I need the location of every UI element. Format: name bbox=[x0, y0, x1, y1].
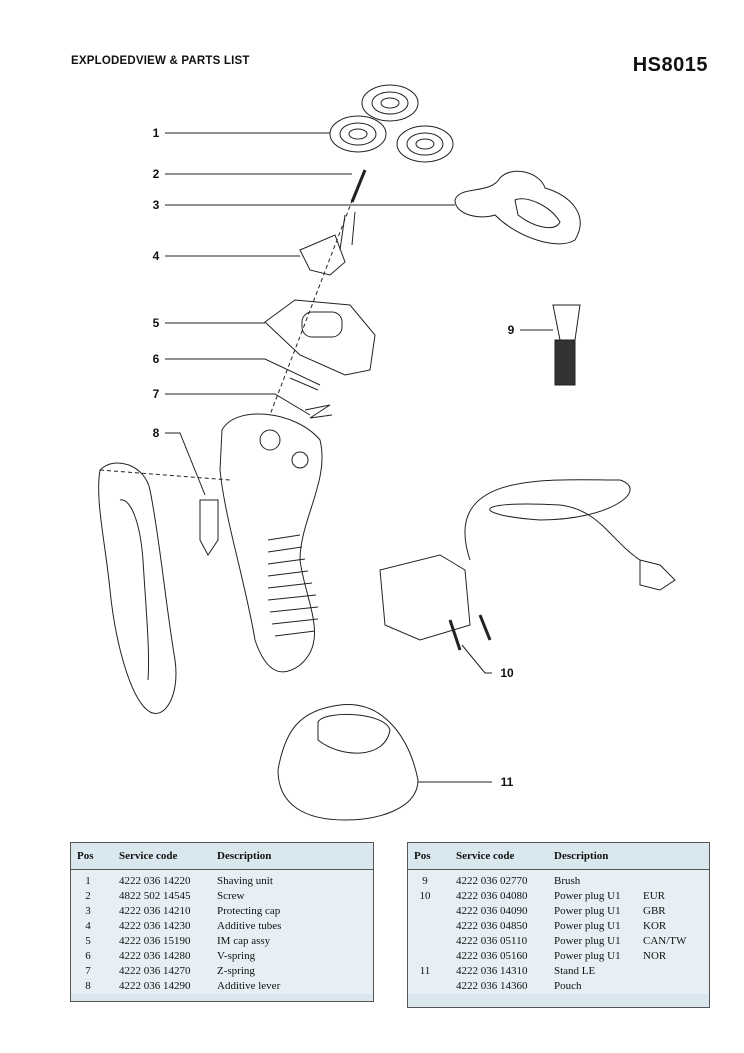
cell-service-code: 4222 036 14220 bbox=[119, 875, 191, 887]
cell-region: GBR bbox=[643, 905, 666, 917]
table-row: 11 4222 036 14310 Stand LE bbox=[408, 964, 709, 979]
cell-description: Power plug U1 bbox=[554, 920, 621, 932]
document-title: EXPLODEDVIEW & PARTS LIST bbox=[71, 55, 250, 67]
callout-3: 3 bbox=[152, 198, 160, 212]
cell-region bbox=[637, 870, 709, 890]
cell-pos: 10 bbox=[419, 890, 431, 902]
callout-9: 9 bbox=[507, 323, 515, 337]
cell-pos bbox=[408, 919, 442, 934]
cell-pos: 7 bbox=[85, 965, 91, 977]
cell-service-code: 4822 502 14545 bbox=[119, 890, 191, 902]
col-pos: Pos bbox=[71, 843, 105, 870]
callout-2: 2 bbox=[152, 167, 160, 181]
cell-service-code: 4222 036 14310 bbox=[456, 965, 528, 977]
cell-pos: 5 bbox=[85, 935, 91, 947]
cell-pos bbox=[408, 979, 442, 994]
table-row: 2 4822 502 14545 Screw bbox=[71, 889, 373, 904]
cell-service-code: 4222 036 14270 bbox=[119, 965, 191, 977]
cell-service-code: 4222 036 02770 bbox=[456, 875, 528, 887]
cell-region: KOR bbox=[643, 920, 667, 932]
cell-service-code: 4222 036 04090 bbox=[456, 905, 528, 917]
parts-table-left-grid: Pos Service code Description 1 4222 036 1… bbox=[71, 843, 373, 994]
cell-region bbox=[637, 979, 709, 994]
exploded-view-drawing bbox=[98, 84, 676, 821]
callout-5: 5 bbox=[152, 316, 160, 330]
cell-service-code: 4222 036 14210 bbox=[119, 905, 191, 917]
cell-service-code: 4222 036 05110 bbox=[456, 935, 528, 947]
cell-service-code: 4222 036 15190 bbox=[119, 935, 191, 947]
table-row: 3 4222 036 14210 Protecting cap bbox=[71, 904, 373, 919]
cell-description: Power plug U1 bbox=[554, 935, 621, 947]
cell-service-code: 4222 036 05160 bbox=[456, 950, 528, 962]
cell-service-code: 4222 036 14280 bbox=[119, 950, 191, 962]
cell-description: Additive lever bbox=[217, 980, 281, 992]
cell-description: Power plug U1 bbox=[554, 905, 621, 917]
table-row: 5 4222 036 15190 IM cap assy bbox=[71, 934, 373, 949]
col-service-code: Service code bbox=[105, 843, 211, 870]
col-service-code: Service code bbox=[442, 843, 548, 870]
callout-10: 10 bbox=[500, 666, 514, 680]
col-description: Description bbox=[211, 843, 373, 870]
table-row: 6 4222 036 14280 V-spring bbox=[71, 949, 373, 964]
cell-pos bbox=[408, 949, 442, 964]
table-row: 1 4222 036 14220 Shaving unit bbox=[71, 870, 373, 890]
parts-table-left: Pos Service code Description 1 4222 036 1… bbox=[70, 842, 374, 1002]
grip-ribs bbox=[267, 534, 319, 637]
cell-pos: 6 bbox=[85, 950, 91, 962]
table-row: 8 4222 036 14290 Additive lever bbox=[71, 979, 373, 994]
cell-region bbox=[637, 964, 709, 979]
cell-pos: 9 bbox=[422, 875, 428, 887]
col-pos: Pos bbox=[408, 843, 442, 870]
cell-description: IM cap assy bbox=[217, 935, 271, 947]
table-row: 4222 036 14360 Pouch bbox=[408, 979, 709, 994]
cell-pos bbox=[408, 904, 442, 919]
cell-pos: 2 bbox=[85, 890, 91, 902]
col-description: Description bbox=[548, 843, 637, 870]
cell-region: NOR bbox=[643, 950, 667, 962]
cell-description: Pouch bbox=[554, 980, 582, 992]
callout-11: 11 bbox=[500, 775, 514, 789]
shaving-unit-drawing bbox=[329, 84, 454, 163]
parts-table-right-grid: Pos Service code Description 9 4222 036 0… bbox=[408, 843, 709, 994]
table-row: 4 4222 036 14230 Additive tubes bbox=[71, 919, 373, 934]
callout-6: 6 bbox=[152, 352, 160, 366]
cell-pos: 4 bbox=[85, 920, 91, 932]
cell-pos: 8 bbox=[85, 980, 91, 992]
table-row: 4222 036 04850 Power plug U1 KOR bbox=[408, 919, 709, 934]
cell-description: Z-spring bbox=[217, 965, 255, 977]
callout-8: 8 bbox=[152, 426, 160, 440]
cell-pos: 3 bbox=[85, 905, 91, 917]
parts-table-right: Pos Service code Description 9 4222 036 0… bbox=[407, 842, 710, 1008]
table-row: 7 4222 036 14270 Z-spring bbox=[71, 964, 373, 979]
col-extra bbox=[637, 843, 709, 870]
cell-service-code: 4222 036 14230 bbox=[119, 920, 191, 932]
cell-description: V-spring bbox=[217, 950, 256, 962]
cell-description: Power plug U1 bbox=[554, 890, 621, 902]
cell-service-code: 4222 036 14290 bbox=[119, 980, 191, 992]
cell-description: Protecting cap bbox=[217, 905, 281, 917]
cell-pos bbox=[408, 934, 442, 949]
cell-description: Power plug U1 bbox=[554, 950, 621, 962]
callout-1: 1 bbox=[152, 126, 160, 140]
cell-description: Additive tubes bbox=[217, 920, 282, 932]
table-row: 4222 036 05110 Power plug U1 CAN/TW bbox=[408, 934, 709, 949]
cell-pos: 1 bbox=[85, 875, 91, 887]
cell-description: Shaving unit bbox=[217, 875, 273, 887]
cell-service-code: 4222 036 14360 bbox=[456, 980, 528, 992]
table-row: 4222 036 05160 Power plug U1 NOR bbox=[408, 949, 709, 964]
cell-region: EUR bbox=[643, 890, 665, 902]
cell-pos: 11 bbox=[419, 965, 431, 977]
cell-description: Screw bbox=[217, 890, 245, 902]
cell-service-code: 4222 036 04080 bbox=[456, 890, 528, 902]
cell-description: Stand LE bbox=[554, 965, 596, 977]
table-row: 4222 036 04090 Power plug U1 GBR bbox=[408, 904, 709, 919]
table-row: 9 4222 036 02770 Brush bbox=[408, 870, 709, 890]
cell-region: CAN/TW bbox=[643, 935, 687, 947]
cell-description: Brush bbox=[554, 875, 581, 887]
callout-4: 4 bbox=[152, 249, 160, 263]
cell-service-code: 4222 036 04850 bbox=[456, 920, 528, 932]
table-row: 10 4222 036 04080 Power plug U1 EUR bbox=[408, 889, 709, 904]
model-number: HS8015 bbox=[632, 54, 708, 76]
callout-7: 7 bbox=[152, 387, 160, 401]
